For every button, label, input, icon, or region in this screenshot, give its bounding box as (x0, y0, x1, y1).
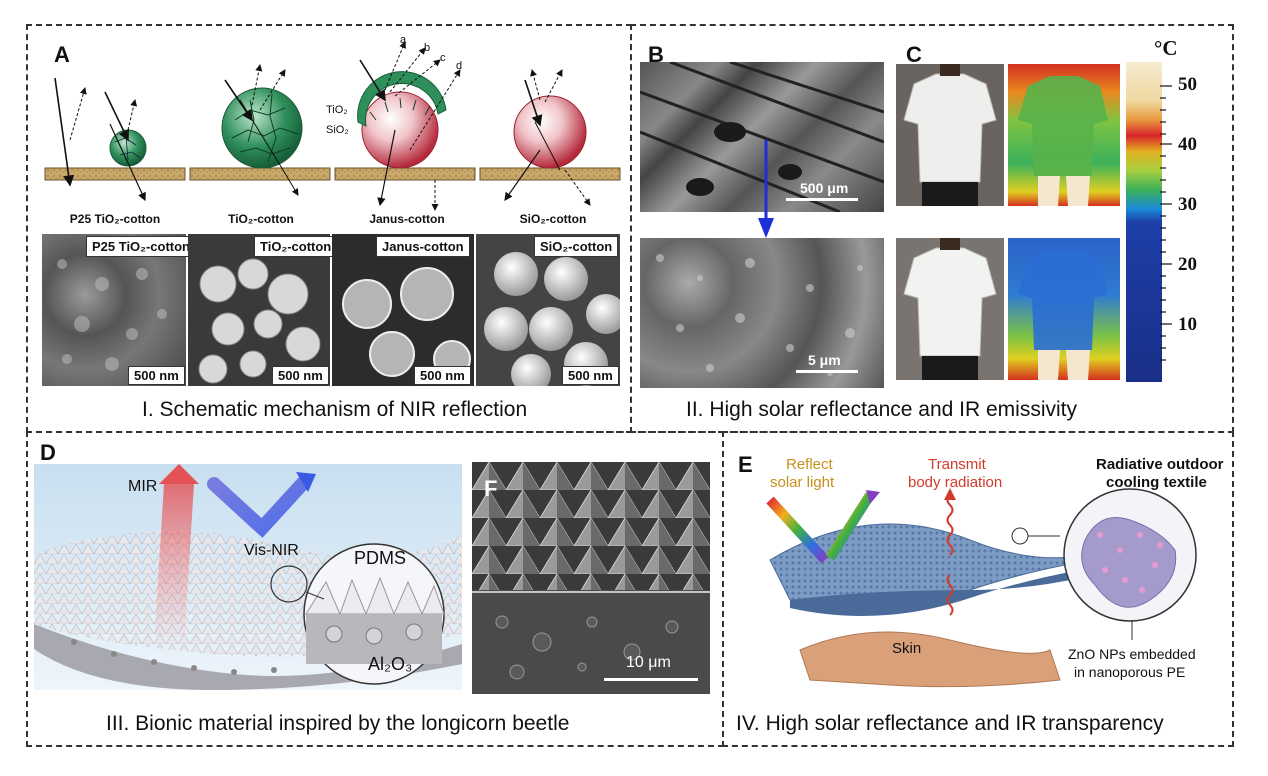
tio2-sphere (221, 87, 303, 169)
label-skin: Skin (892, 640, 922, 657)
panel-A-schematic (44, 41, 621, 211)
colorbar-tick-30: 30 (1178, 194, 1197, 215)
schematic-label-p25: P25 TiO₂-cotton (69, 212, 161, 226)
label-mir: MIR (128, 478, 158, 495)
sem-scale-janus: 500 nm (414, 366, 471, 385)
schematic-label-sio2: SiO₂-cotton (519, 212, 587, 226)
sem-tio2 (188, 234, 330, 386)
janus-ray-d: d (456, 60, 463, 72)
substrate-4 (479, 167, 621, 181)
label-al2o3: Al₂O₃ (368, 654, 413, 674)
label-textile-1: Radiative outdoor (1096, 456, 1224, 473)
sio2-sphere (513, 95, 587, 169)
sem-scale-p25: 500 nm (128, 366, 185, 385)
janus-tio2-label: TiO₂ (326, 104, 348, 116)
scale-bar-B-top (786, 198, 858, 201)
janus-ray-b: b (424, 42, 431, 54)
panel-E-label: E (738, 452, 753, 477)
scale-B-bottom: 5 μm (808, 352, 841, 368)
panel-C-label: C (906, 42, 922, 67)
thermal-bottom (1008, 238, 1120, 380)
sem-pyramids (472, 462, 710, 694)
label-visnir: Vis-NIR (244, 542, 299, 559)
colorbar-tick-10: 10 (1178, 314, 1197, 335)
section-IV-box (722, 431, 1234, 747)
scale-F: 10 μm (626, 654, 671, 671)
scale-B-top: 500 μm (800, 180, 849, 196)
thermal-colorbar (1126, 62, 1162, 382)
colorbar-ticks (1160, 85, 1172, 361)
sem-scale-tio2: 500 nm (272, 366, 329, 385)
sem-label-janus: Janus-cotton (376, 236, 470, 257)
scale-bar-B-bottom (796, 370, 858, 373)
sem-label-tio2: TiO₂-cotton (254, 236, 338, 257)
panel-D-illustration (34, 464, 462, 690)
caption-I: I. Schematic mechanism of NIR reflection (142, 398, 528, 421)
panel-F-label: F (484, 476, 498, 501)
arrow-B (758, 140, 774, 238)
sem-janus (332, 234, 474, 386)
substrate-3 (334, 167, 476, 181)
janus-ray-a: a (400, 34, 407, 46)
sem-p25 (42, 234, 186, 386)
scale-bar-F (604, 678, 698, 681)
caption-III: III. Bionic material inspired by the lon… (106, 712, 570, 735)
sem-label-p25: P25 TiO₂-cotton (86, 236, 196, 257)
thermal-top (1008, 64, 1120, 206)
panel-A-label: A (54, 42, 70, 67)
sem-fabric-bottom (640, 238, 884, 388)
label-transmit-1: Transmit (928, 456, 986, 473)
label-reflect-1: Reflect (786, 456, 833, 473)
photo-shirt-bottom (896, 238, 1004, 380)
colorbar-tick-50: 50 (1178, 74, 1197, 95)
label-zno-1: ZnO NPs embedded (1068, 646, 1196, 662)
janus-ray-c: c (440, 52, 446, 64)
label-pdms: PDMS (354, 548, 407, 568)
schematic-label-janus: Janus-cotton (369, 212, 445, 226)
colorbar-tick-40: 40 (1178, 134, 1197, 155)
panel-D-label: D (40, 440, 56, 465)
sem-scale-sio2: 500 nm (562, 366, 619, 385)
photo-shirt-top (896, 64, 1004, 206)
sem-fabric-top (640, 62, 884, 212)
label-reflect-2: solar light (770, 474, 835, 491)
schematic-label-tio2: TiO₂-cotton (228, 212, 294, 226)
label-zno-2: in nanoporous PE (1074, 664, 1186, 680)
colorbar-unit: °C (1154, 36, 1178, 60)
panel-E-illustration (766, 488, 1197, 688)
janus-sphere (361, 91, 439, 169)
sem-sio2 (476, 234, 620, 386)
janus-sio2-label: SiO₂ (326, 124, 349, 136)
colorbar-tick-20: 20 (1178, 254, 1197, 275)
panel-B-label: B (648, 42, 664, 67)
sem-label-sio2: SiO₂-cotton (534, 236, 619, 257)
substrate-2 (189, 167, 331, 181)
label-transmit-2: body radiation (908, 474, 1003, 491)
substrate-1 (44, 167, 186, 181)
label-textile-2: cooling textile (1106, 474, 1207, 491)
caption-IV: IV. High solar reflectance and IR transp… (736, 712, 1164, 735)
caption-II: II. High solar reflectance and IR emissi… (686, 398, 1077, 421)
